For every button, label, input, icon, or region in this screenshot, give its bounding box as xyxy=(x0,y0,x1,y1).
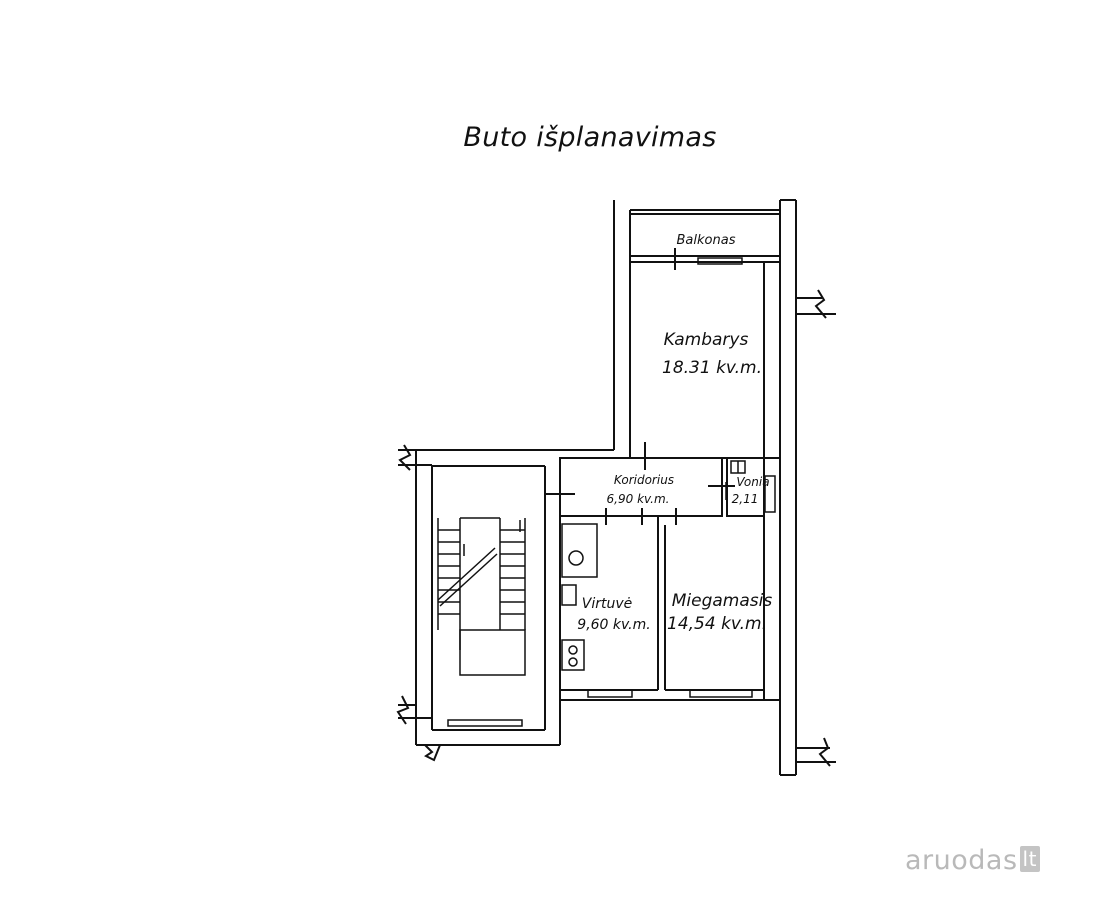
balcony-outline xyxy=(613,200,780,450)
bathroom-label: Vonia xyxy=(736,475,769,489)
bedroom-label: Miegamasis xyxy=(672,591,773,611)
corridor-area: 6,90 kv.m. xyxy=(607,492,670,506)
bedroom-area: 14,54 kv.m. xyxy=(667,614,767,634)
bathroom-walls xyxy=(725,457,776,517)
staircase xyxy=(396,444,561,762)
watermark-text: aruodas xyxy=(905,845,1018,876)
exterior-wall-right xyxy=(779,199,836,776)
page-title: Buto išplanavimas xyxy=(463,122,717,153)
watermark-suffix: lt xyxy=(1019,846,1040,872)
kitchen-area: 9,60 kv.m. xyxy=(577,617,650,633)
corridor-label: Koridorius xyxy=(614,473,674,487)
kitchen-label: Virtuvė xyxy=(582,596,632,612)
kitchen-walls xyxy=(559,516,780,701)
bathroom-area: 2,11 xyxy=(732,492,759,506)
bedroom-walls xyxy=(664,516,765,700)
living-room-area: 18.31 kv.m. xyxy=(662,358,762,378)
corridor-walls xyxy=(545,457,735,525)
living-room-label: Kambarys xyxy=(664,330,749,350)
balcony-label: Balkonas xyxy=(677,233,736,248)
